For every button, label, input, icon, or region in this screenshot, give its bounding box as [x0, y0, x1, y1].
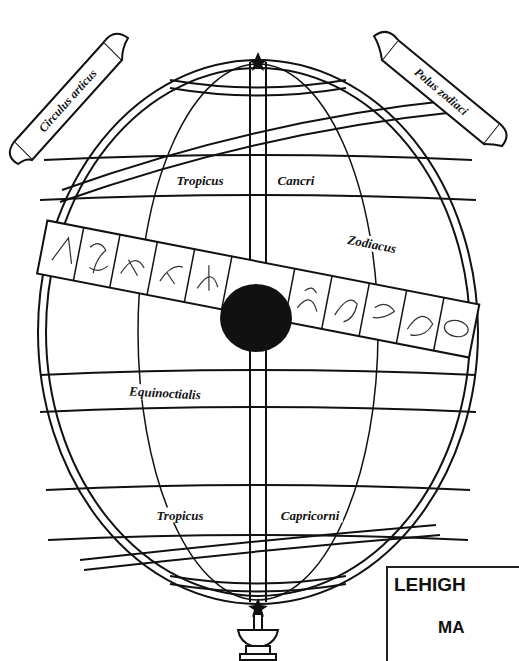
stamp-text: LEHIGH: [394, 574, 466, 596]
sphere-label: Equinoctialis: [126, 383, 204, 402]
sphere-label: Tropicus: [173, 173, 226, 188]
stamp-text: MA: [438, 618, 464, 638]
sphere-label: Capricorni: [278, 508, 343, 523]
sphere-label: Tropicus: [153, 508, 206, 523]
sphere-label: Cancri: [275, 173, 318, 188]
sphere-label: Circulus articus: [34, 64, 102, 138]
library-stamp: LEHIGH MA: [386, 566, 519, 661]
sphere-label: Polus zodiaci: [409, 63, 474, 121]
